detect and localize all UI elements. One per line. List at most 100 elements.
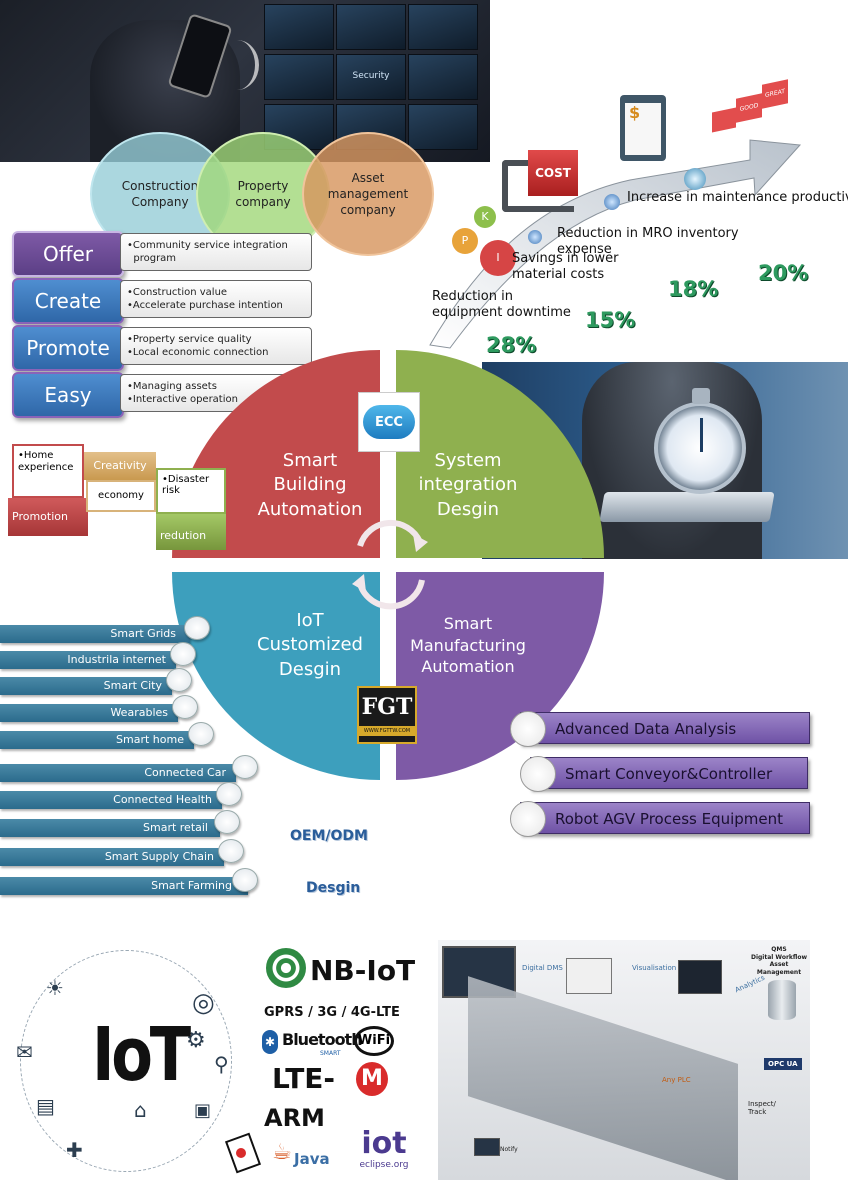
- dollar-symbol: $: [629, 103, 641, 122]
- location-icon: ⚲: [214, 1052, 229, 1076]
- milestone-dot-icon: [684, 168, 706, 190]
- block-disaster-risk: •Disaster risk: [156, 468, 226, 514]
- anyplc-label: Any PLC: [662, 1076, 691, 1084]
- list-item: Industrila internet: [0, 651, 176, 669]
- list-item: Wearables: [0, 704, 178, 722]
- list-item: Smart City: [0, 677, 172, 695]
- camera-icon: ▣: [194, 1100, 212, 1121]
- offer-line-1: •Community service integration: [127, 239, 288, 251]
- list-bullet-icon: [184, 616, 210, 640]
- easy-line-1: •Managing assets: [127, 380, 217, 392]
- manufacturing-item-label: Smart Conveyor&Controller: [565, 765, 773, 783]
- security-label: Security: [352, 71, 390, 81]
- mail-icon: ✉: [16, 1040, 33, 1064]
- disaster-risk-label: •Disaster risk: [162, 474, 210, 496]
- block-economy: economy: [86, 480, 156, 512]
- stopwatch-hand: [700, 418, 703, 452]
- quadrant-label-system-integration: System integration Desgin: [418, 450, 518, 520]
- tablet-shape: [599, 492, 775, 522]
- pct-28: 28%: [486, 333, 537, 357]
- photo-tile-security: Security: [336, 54, 406, 100]
- venn-circle-asset: Asset management company: [302, 132, 434, 256]
- list-item: Smart home: [0, 731, 194, 749]
- good-label: GOOD: [739, 102, 759, 113]
- java-text: Java: [294, 1150, 330, 1168]
- ecc-logo: ECC: [358, 392, 420, 452]
- create-line-2: •Accelerate purchase intention: [127, 300, 283, 311]
- pct-18: 18%: [668, 277, 719, 301]
- pct-20: 20%: [758, 261, 809, 285]
- java-logo: ☕ Java: [272, 1136, 332, 1176]
- gear-i-label: I: [496, 251, 500, 264]
- create-button: Create: [12, 278, 124, 324]
- iot-cloud-ring: [20, 950, 232, 1172]
- nbiot-logo: NB-IoT: [310, 954, 416, 987]
- easy-button: Easy: [12, 372, 124, 418]
- offer-button: Offer: [12, 231, 124, 277]
- wifi-logo: WiFi: [354, 1026, 394, 1056]
- photo-tile: [264, 54, 334, 100]
- milestone-dot-icon: [604, 194, 620, 210]
- quadrant-label-smart-building: Smart Building Automation: [257, 450, 363, 520]
- list-item: Robot AGV Process Equipment: [520, 802, 810, 834]
- cost-label: COST: [535, 166, 571, 180]
- analytics-label: Analytics: [733, 973, 766, 995]
- java-cup-icon: ☕: [272, 1140, 292, 1165]
- block-home-experience: •Home experience: [12, 444, 84, 498]
- list-bullet-icon: [188, 722, 214, 746]
- list-bullet-icon: [172, 695, 198, 719]
- block-good: GOOD: [736, 93, 762, 123]
- hmi-screen: [678, 960, 722, 994]
- pct-15: 15%: [585, 308, 636, 332]
- cloud-icon: ECC: [363, 405, 415, 439]
- list-bullet-icon: [510, 801, 546, 837]
- list-bullet-icon: [520, 756, 556, 792]
- nbiot-globe-icon: [266, 948, 306, 988]
- gear-k: K: [474, 206, 496, 228]
- duke-nose: [236, 1148, 246, 1158]
- bluetooth-smart-text: SMART: [320, 1050, 341, 1057]
- block-redution: redution: [156, 514, 226, 550]
- quadrant-label-smart-manufacturing: Smart Manufacturing Automation: [410, 614, 526, 677]
- iot-item-label: Smart retail: [143, 821, 208, 834]
- iot-item-label: Smart Farming: [151, 879, 232, 892]
- lte-m-logo: LTE- M: [272, 1062, 392, 1098]
- promote-button: Promote: [12, 325, 124, 371]
- growth-text-material: Savings in lower material costs: [512, 251, 619, 282]
- eclipse-iot-text: iot: [361, 1126, 407, 1161]
- visualisation-label: Visualisation: [632, 964, 677, 972]
- plus-icon: ✚: [66, 1138, 83, 1162]
- venn-asset-label: Asset management company: [327, 170, 409, 218]
- list-item: Smart Supply Chain: [0, 848, 224, 866]
- iot-item-label: Smart Grids: [110, 627, 176, 640]
- create-label: Create: [34, 289, 102, 313]
- quadrant-iot-design: [172, 572, 380, 780]
- list-bullet-icon: [170, 642, 196, 666]
- growth-text-mro: Reduction in MRO inventory expense: [557, 226, 739, 257]
- block-creativity: Creativity: [84, 452, 156, 480]
- chart-icon: ▤: [36, 1094, 55, 1118]
- fgt-logo: FGT WWW.FGTTW.COM: [357, 686, 417, 744]
- quadrant-smart-manufacturing: [396, 572, 604, 780]
- list-item: Smart Conveyor&Controller: [530, 757, 808, 789]
- list-bullet-icon: [232, 755, 258, 779]
- gear-i: I: [480, 240, 516, 276]
- offer-line-2: program: [127, 253, 177, 264]
- lightbulb-icon: ☀: [46, 976, 64, 1000]
- cycle-arrow-icon: [357, 579, 425, 610]
- stopwatch-crown: [692, 388, 710, 404]
- wifi-signal-icon: [215, 40, 259, 90]
- fgt-logo-url: WWW.FGTTW.COM: [359, 726, 415, 736]
- promote-label: Promote: [26, 336, 110, 360]
- eclipse-org-text: eclipse.org: [359, 1160, 409, 1170]
- list-bullet-icon: [166, 668, 192, 692]
- photo-tile: [336, 4, 406, 50]
- bluetooth-icon: ✱: [262, 1030, 278, 1054]
- promote-line-1: •Property service quality: [127, 333, 252, 345]
- iot-item-label: Industrila internet: [67, 653, 166, 666]
- dms-screen: [566, 958, 612, 994]
- growth-text-downtime: Reduction in equipment downtime: [432, 289, 571, 320]
- milestone-dot-icon: [528, 230, 542, 244]
- easy-line-2: •Interactive operation: [127, 394, 238, 405]
- venn-property-label: Property company: [235, 178, 291, 209]
